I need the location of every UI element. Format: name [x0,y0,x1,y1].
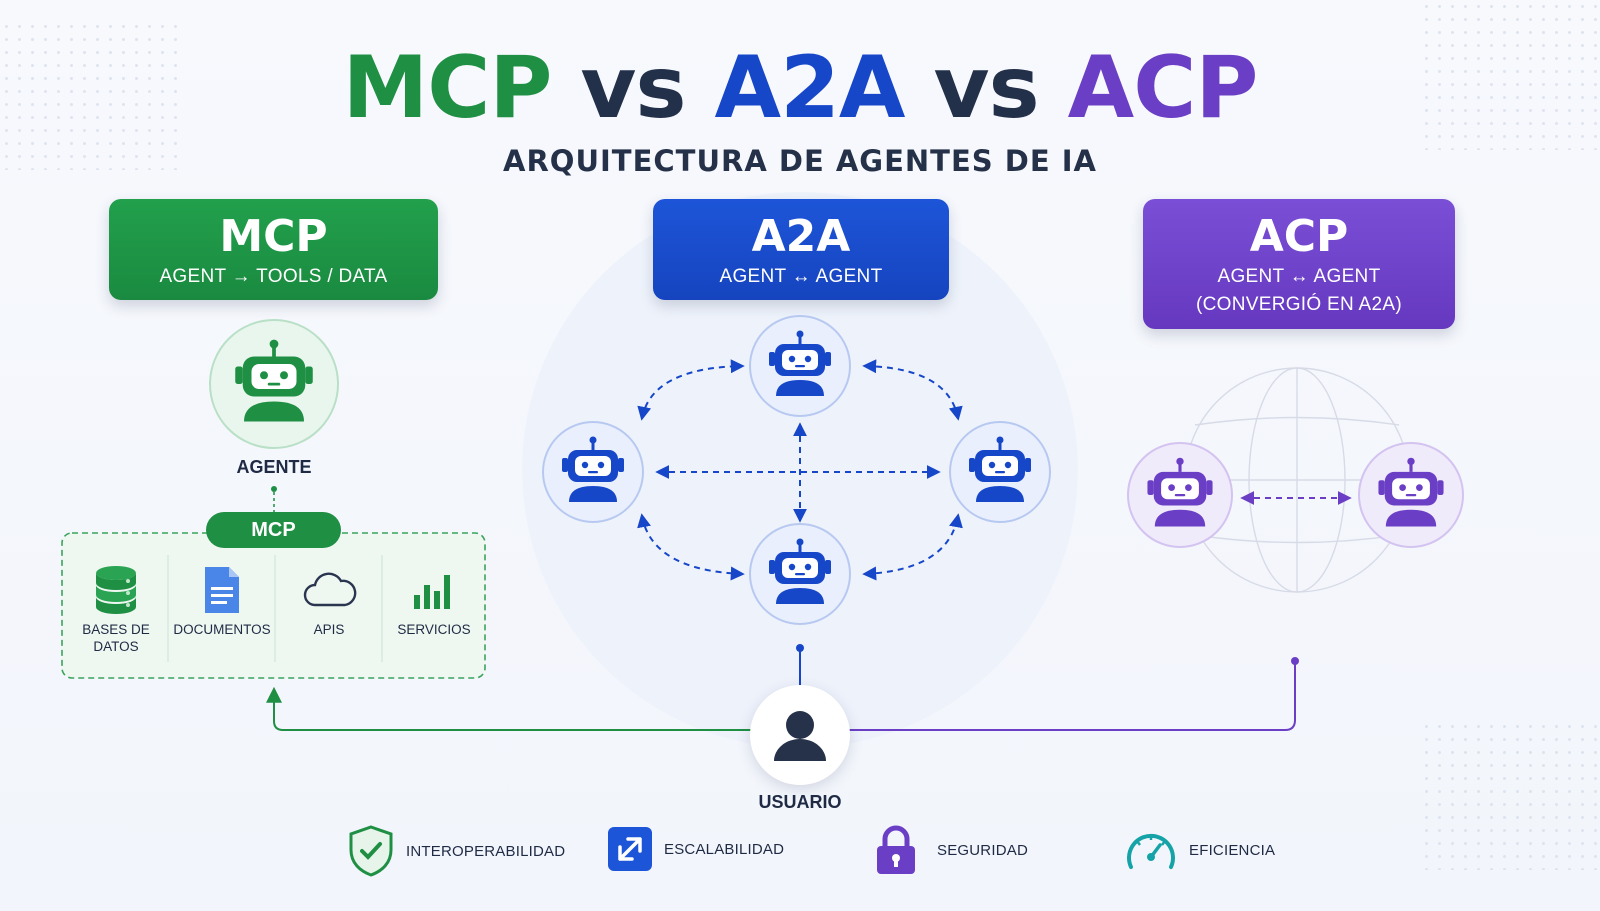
title-acp: ACP [1067,38,1259,138]
user-label: USUARIO [758,792,842,812]
a2a-header-title: A2A [751,211,851,262]
tool-label: BASES DE DATOS [82,622,150,654]
bar-chart-icon [414,575,450,609]
a2a-robot-top [748,314,852,418]
a2a-robot-left [541,420,645,524]
robot-icon [542,421,644,523]
a2a-robot-right [948,420,1052,524]
tool-label: DOCUMENTOS [173,622,271,637]
a2a-robot-bottom [748,522,852,626]
feature-interoperabilidad: INTEROPERABILIDAD [348,825,565,877]
feature-eficiencia: EFICIENCIA [1125,827,1275,873]
feature-label: ESCALABILIDAD [664,840,785,858]
mcp-agent-robot [208,318,340,450]
tool-servicios: SERVICIOS [382,565,486,638]
acp-header-note: (CONVERGIÓ EN A2A) [1196,294,1402,315]
mcp-pill: MCP [206,512,341,548]
shield-check-icon [349,825,393,877]
page-subtitle: ARQUITECTURA DE AGENTES DE IA [503,144,1097,178]
tool-apis: APIS [277,565,381,638]
a2a-header: A2A AGENT ↔ AGENT [653,199,949,300]
feature-label: EFICIENCIA [1189,841,1276,859]
lock-icon [877,825,915,874]
feature-label: INTEROPERABILIDAD [406,842,566,860]
cloud-icon [303,572,357,607]
database-icon [96,566,136,614]
decor-dots-bottom-right [1420,720,1600,870]
mcp-agent-label: AGENTE [236,457,312,477]
acp-robot-left [1126,441,1234,549]
robot-icon [749,315,851,417]
acp-header-title: ACP [1249,211,1349,262]
feature-escalabilidad: ESCALABILIDAD [608,827,784,871]
robot-icon [749,523,851,625]
title-vs-1: vs [551,38,715,138]
user-avatar [750,685,850,785]
mcp-header: MCP AGENT → TOOLS / DATA [109,199,438,300]
robot-icon [209,319,339,449]
tool-documentos: DOCUMENTOS [170,565,274,638]
mcp-header-subtitle: AGENT → TOOLS / DATA [159,266,388,287]
acp-header: ACP AGENT ↔ AGENT (CONVERGIÓ EN A2A) [1143,199,1455,329]
tool-label: SERVICIOS [397,622,471,637]
title-mcp: MCP [342,38,553,138]
document-icon [205,567,239,613]
mcp-header-title: MCP [219,211,328,262]
feature-seguridad: SEGURIDAD [875,825,1028,875]
robot-icon [949,421,1051,523]
tool-bases-de-datos: BASES DE DATOS [64,565,168,655]
tool-label: APIS [313,622,345,637]
decor-dots-top-right [1420,0,1600,150]
robot-icon [1127,442,1233,548]
feature-label: SEGURIDAD [937,841,1028,859]
speedometer-icon [1127,833,1175,869]
a2a-header-subtitle: AGENT ↔ AGENT [719,266,883,287]
decor-dots-top-left [0,20,180,170]
page-title: MCP vs A2A vs ACP [0,38,1600,138]
expand-arrows-icon [608,827,652,871]
title-vs-2: vs [904,38,1068,138]
user-icon [774,711,826,761]
acp-header-subtitle: AGENT ↔ AGENT [1217,266,1381,287]
acp-robot-right [1357,441,1465,549]
robot-icon [1358,442,1464,548]
title-a2a: A2A [714,38,906,138]
